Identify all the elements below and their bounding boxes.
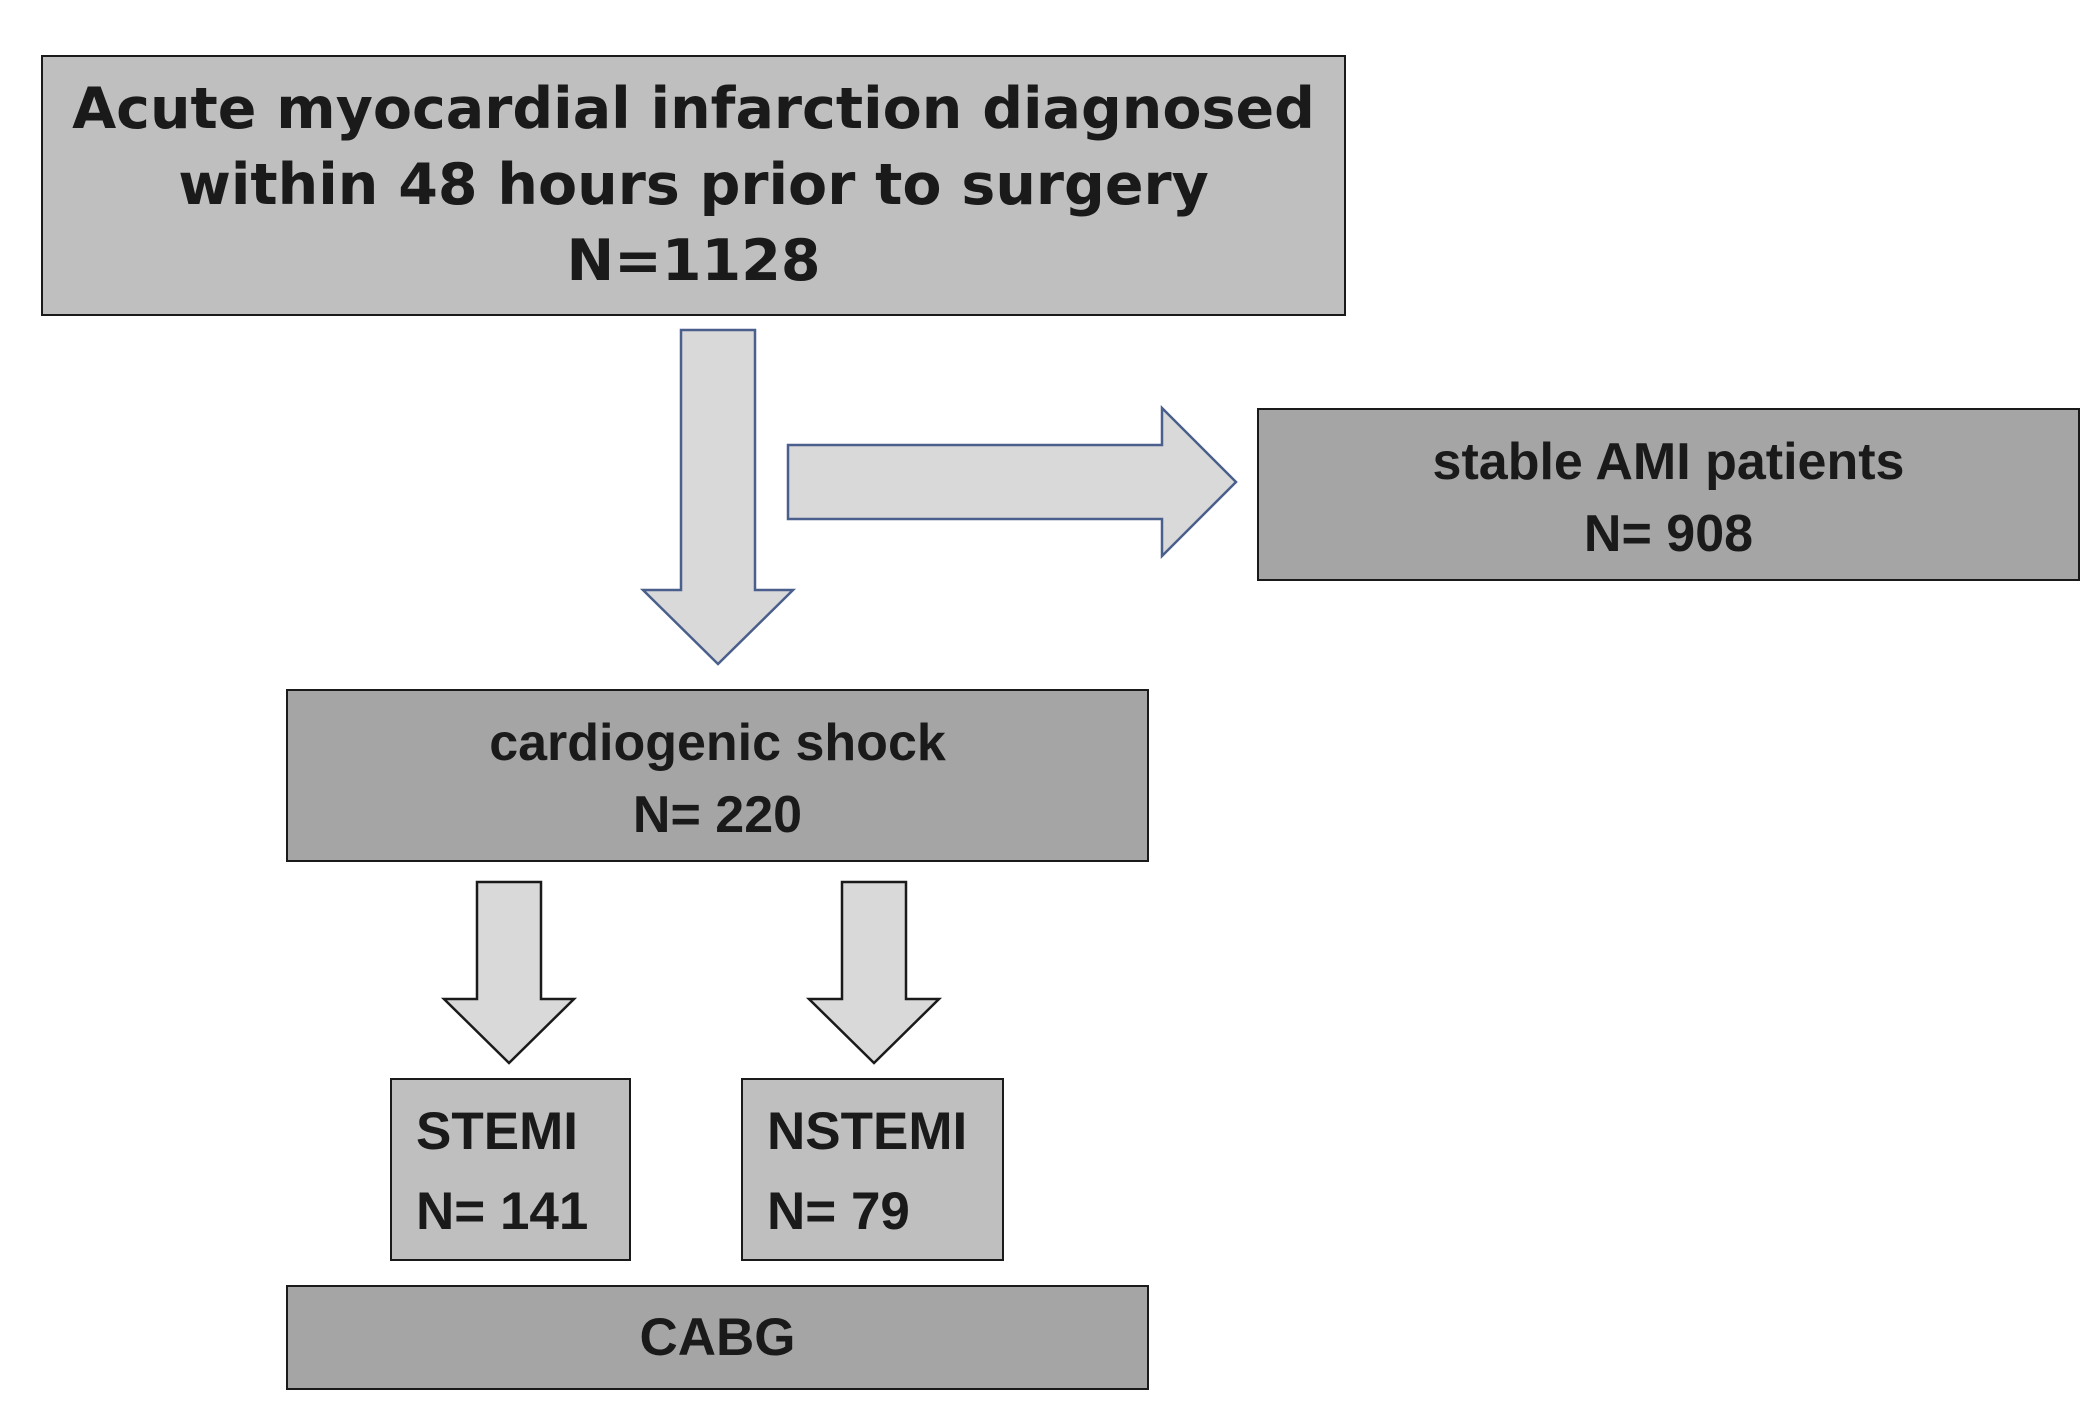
box-stable-ami-count: N= 908 xyxy=(1583,505,1754,563)
down-arrow-to-shock xyxy=(639,328,797,666)
box-acute-mi-line2: within 48 hours prior to surgery xyxy=(178,152,1209,218)
box-cabg-label: CABG xyxy=(639,1308,796,1367)
right-arrow-to-stable xyxy=(786,404,1238,560)
box-stemi-count: N= 141 xyxy=(416,1182,589,1241)
box-stemi: STEMI N= 141 xyxy=(390,1078,631,1261)
box-nstemi-count: N= 79 xyxy=(767,1182,910,1241)
box-nstemi-label: NSTEMI xyxy=(767,1102,968,1161)
box-stemi-label: STEMI xyxy=(416,1102,578,1161)
box-cardiogenic-shock-count: N= 220 xyxy=(632,786,803,844)
box-cabg: CABG xyxy=(286,1285,1149,1390)
box-acute-mi-count: N=1128 xyxy=(566,228,821,294)
box-stable-ami: stable AMI patients N= 908 xyxy=(1257,408,2080,581)
down-arrow-to-nstemi xyxy=(805,880,943,1065)
box-acute-mi-line1: Acute myocardial infarction diagnosed xyxy=(72,76,1315,142)
box-stable-ami-label: stable AMI patients xyxy=(1432,433,1905,491)
box-acute-mi: Acute myocardial infarction diagnosed wi… xyxy=(41,55,1346,316)
box-nstemi: NSTEMI N= 79 xyxy=(741,1078,1004,1261)
down-arrow-to-stemi xyxy=(440,880,578,1065)
box-cardiogenic-shock-label: cardiogenic shock xyxy=(489,714,946,772)
box-cardiogenic-shock: cardiogenic shock N= 220 xyxy=(286,689,1149,862)
